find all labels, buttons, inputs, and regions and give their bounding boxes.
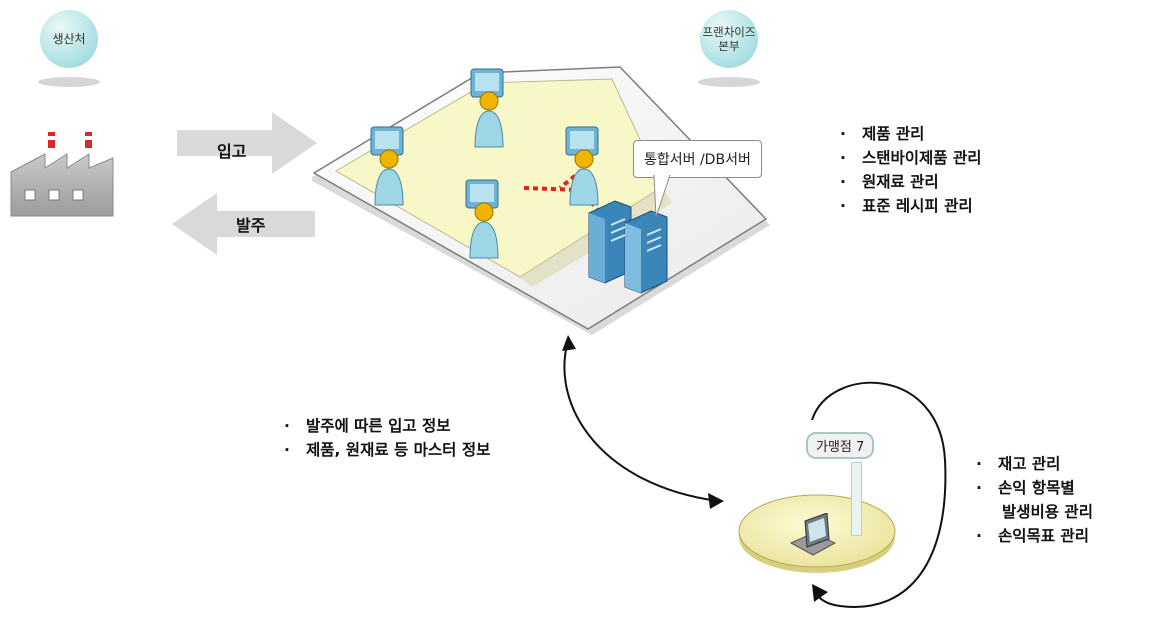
- list-item: ·표준 레시피 관리: [840, 197, 973, 215]
- store-loop-arrow: [811, 381, 947, 608]
- store-feature-list: ·재고 관리 ·손익 항목별 발생비용 관리 ·손익목표 관리: [972, 452, 1093, 548]
- hq-bubble-shadow: [698, 77, 760, 87]
- list-item: ·재고 관리: [976, 455, 1061, 473]
- pos-terminal-icon: [789, 513, 837, 556]
- inbound-arrow: [177, 112, 317, 174]
- hq-label: 프랜차이즈 본부: [702, 25, 756, 53]
- server-icon: [588, 200, 668, 294]
- hq-user-icon: [470, 68, 504, 148]
- hq-feature-list: ·제품 관리 ·스탠바이제품 관리 ·원재료 관리 ·표준 레시피 관리: [836, 122, 981, 218]
- hq-user-icon: [565, 126, 599, 206]
- list-item: 발생비용 관리: [1002, 503, 1093, 521]
- list-item: ·원재료 관리: [840, 173, 939, 191]
- list-item: ·제품, 원재료 등 마스터 정보: [284, 441, 491, 459]
- list-item: ·스탠바이제품 관리: [840, 149, 982, 167]
- hq-user-icon: [465, 179, 499, 259]
- order-arrow: [172, 193, 315, 255]
- producer-bubble: 생산처: [40, 10, 98, 68]
- list-item: ·제품 관리: [840, 125, 925, 143]
- producer-label: 생산처: [52, 32, 86, 46]
- server-callout: 통합서버 /DB서버: [633, 140, 762, 178]
- hq-bubble: 프랜차이즈 본부: [700, 10, 758, 68]
- list-item: ·발주에 따른 입고 정보: [284, 417, 451, 435]
- store-tag: 가맹점 7: [806, 432, 875, 459]
- sync-connector: [562, 335, 724, 509]
- factory-icon: [10, 132, 114, 217]
- order-label: 발주: [236, 216, 266, 235]
- inbound-label: 입고: [217, 142, 247, 161]
- list-item: ·손익 항목별: [976, 479, 1075, 497]
- hq-user-icon: [370, 126, 404, 206]
- store-tag-pole: [851, 462, 862, 536]
- server-callout-pointer: [653, 175, 671, 218]
- producer-bubble-shadow: [38, 77, 100, 87]
- sync-info-list: ·발주에 따른 입고 정보 ·제품, 원재료 등 마스터 정보: [280, 414, 490, 462]
- list-item: ·손익목표 관리: [976, 527, 1089, 545]
